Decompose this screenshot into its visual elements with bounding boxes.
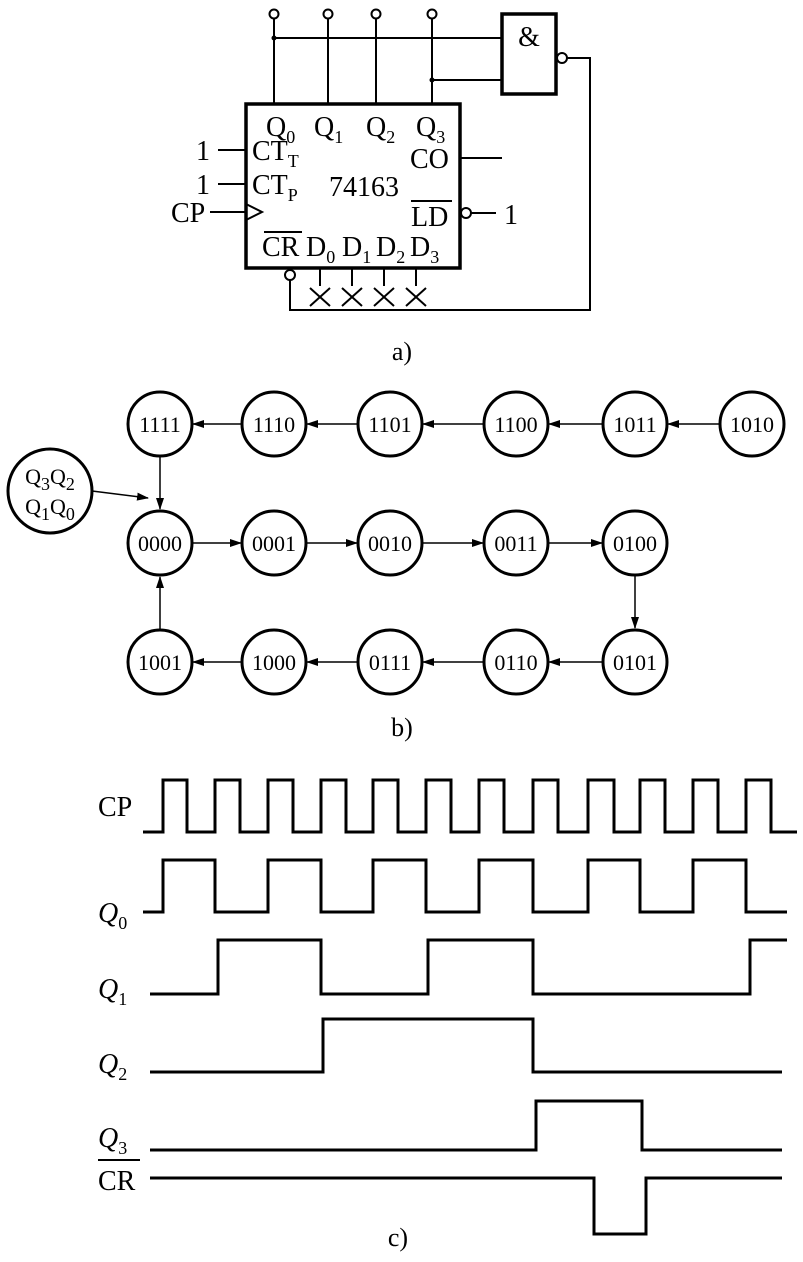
state-label: 1001: [138, 650, 182, 675]
state-row-middle: 0000 0001 0010 0011 0100: [126, 509, 669, 629]
state-row-top: 1111 1110 1101 1100 1011 1010: [126, 390, 786, 510]
circuit-diagram: & 74163 Q0 Q1 Q2 Q3 1 1 CP CTT CTP CO LD…: [171, 8, 591, 366]
state-label: 0011: [494, 531, 537, 556]
pin-d1: D1: [342, 232, 371, 267]
output-wires: [273, 18, 433, 104]
legend-arrow: [91, 490, 149, 501]
pin-cr: CR: [262, 232, 300, 263]
feedback-wire: [289, 57, 591, 311]
pin-ctp: CTP: [252, 170, 298, 205]
waveform-cr: [150, 1176, 782, 1236]
waveform-q2: [150, 1017, 782, 1074]
state-label: 1101: [368, 412, 411, 437]
data-inputs-dont-care: [309, 268, 427, 307]
pin-q0: Q0: [266, 112, 295, 147]
gate-inversion-bubble: [556, 52, 568, 64]
gate-input-wires: [274, 37, 502, 81]
state-label: 0101: [613, 650, 657, 675]
caption-c: c): [388, 1223, 408, 1252]
state-label: 1000: [252, 650, 296, 675]
ctp-input-value: 1: [196, 170, 210, 201]
state-diagram: Q3Q2 Q1Q0 1111 1110 1101 1100 1011 1010: [6, 390, 786, 742]
junction-dot: [429, 77, 435, 83]
state-label: 0010: [368, 531, 412, 556]
q2-terminal: [370, 8, 382, 20]
chip-name: 74163: [329, 172, 399, 203]
junction-dot: [271, 35, 277, 41]
pin-d0: D0: [306, 232, 335, 267]
legend-q1q0: Q1Q0: [25, 494, 75, 524]
q0-terminal: [268, 8, 280, 20]
ld-input-value: 1: [504, 200, 518, 231]
state-label: 1100: [494, 412, 537, 437]
waveform-cp: [143, 778, 797, 834]
ld-inversion-bubble: [460, 207, 472, 219]
state-row-bottom: 1001 1000 0111 0110 0101: [126, 576, 669, 696]
pin-q3: Q3: [416, 112, 445, 147]
pin-ld: LD: [411, 202, 448, 233]
pin-q1: Q1: [314, 112, 343, 147]
cr-inversion-bubble: [284, 269, 296, 281]
signal-label-cp: CP: [98, 792, 132, 823]
state-legend-circle: [6, 447, 94, 535]
nand-gate: [500, 12, 558, 96]
signal-label-q2: Q2: [98, 1049, 127, 1084]
state-label: 0111: [369, 650, 411, 675]
q3-terminal: [426, 8, 438, 20]
signal-label-q1: Q1: [98, 974, 127, 1009]
signal-label-q3: Q3: [98, 1123, 127, 1158]
caption-a: a): [392, 337, 412, 366]
pin-co: CO: [410, 144, 449, 175]
signal-label-q0: Q0: [98, 898, 127, 933]
caption-b: b): [391, 713, 413, 742]
left-input-wires: [210, 149, 246, 213]
state-label: 1010: [730, 412, 774, 437]
state-label: 0000: [138, 531, 182, 556]
pin-q2: Q2: [366, 112, 395, 147]
waveform-q0: [143, 858, 787, 914]
pin-ctt: CTT: [252, 136, 299, 171]
timing-diagram: CP Q0 Q1 Q2 Q3 CR c): [98, 778, 797, 1252]
state-label: 1110: [253, 412, 295, 437]
state-label: 1111: [139, 412, 181, 437]
state-label: 0100: [613, 531, 657, 556]
state-label: 0001: [252, 531, 296, 556]
gate-symbol: &: [518, 22, 540, 53]
signal-label-cr: CR: [98, 1166, 136, 1197]
pin-d2: D2: [376, 232, 405, 267]
waveform-q1: [150, 938, 787, 996]
cp-input-label: CP: [171, 198, 205, 229]
q1-terminal: [322, 8, 334, 20]
legend-q3q2: Q3Q2: [25, 464, 75, 494]
chip-74163: [244, 102, 462, 270]
clock-edge-triangle: [245, 203, 265, 221]
state-label: 1011: [613, 412, 656, 437]
waveform-q3: [150, 1099, 782, 1152]
ctt-input-value: 1: [196, 136, 210, 167]
pin-d3: D3: [410, 232, 439, 267]
state-label: 0110: [494, 650, 537, 675]
